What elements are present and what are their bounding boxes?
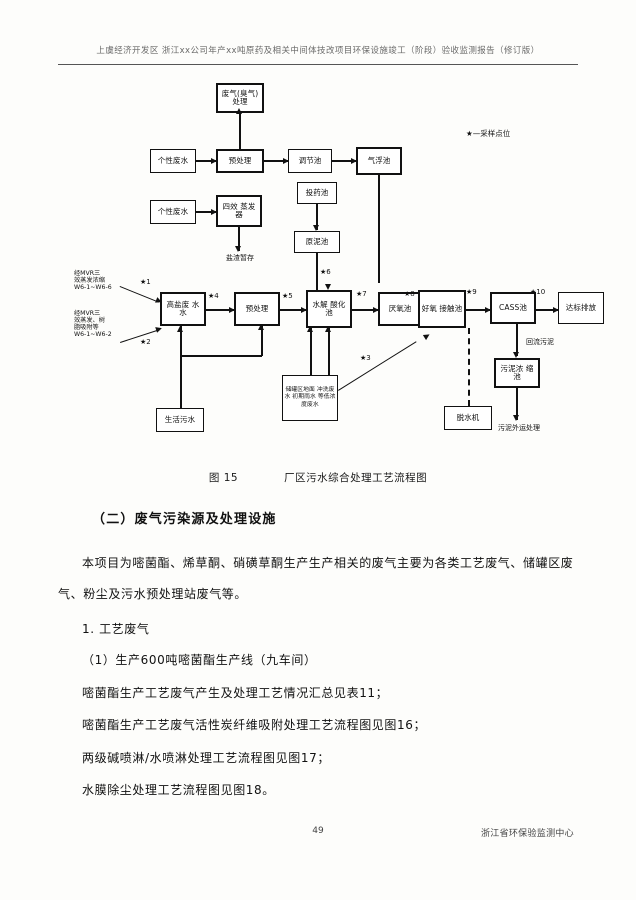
star-marker-2: ★2 <box>140 338 151 346</box>
arrow-mixed-up2 <box>325 326 331 332</box>
conn-sludge-down <box>316 253 318 301</box>
arrow-h10 <box>553 306 559 313</box>
conn-mixed-up2 <box>328 328 330 375</box>
arrow-evap-down <box>235 246 241 252</box>
arrow-diag-3 <box>422 331 432 341</box>
arrow-h3 <box>351 157 357 164</box>
star-marker-9: ★9 <box>466 288 477 296</box>
paragraph-4: 嘧菌酯生产工艺废气产生及处理工艺情况汇总见表11； <box>82 686 389 700</box>
label-salt-storage: 盐渣暂存 <box>226 254 254 262</box>
paragraph-2: 1. 工艺废气 <box>82 622 150 636</box>
conn-sludge-v2 <box>516 342 518 356</box>
star-marker-1: ★1 <box>140 278 151 286</box>
box-sludge-thickener: 污泥浓 缩池 <box>494 358 540 388</box>
star-marker-10: ★10 <box>530 288 546 296</box>
box-hydrolysis-acidification: 水解 酸化池 <box>306 290 352 328</box>
box-cass-tank: CASS池 <box>490 292 536 324</box>
arrow-exhaust-up <box>236 108 242 114</box>
header-rule <box>58 64 578 65</box>
figure-caption: 图 15 厂区污水综合处理工艺流程图 <box>0 470 636 485</box>
arrow-h5 <box>229 306 235 313</box>
conn-domestic-h <box>180 355 262 357</box>
paragraph-6: 两级碱喷淋/水喷淋处理工艺流程图见图17； <box>82 751 330 765</box>
conn-h1 <box>196 160 216 162</box>
conn-airfloat-down <box>378 175 380 283</box>
box-air-flotation: 气浮池 <box>356 147 402 175</box>
box-dosing-tank: 投药池 <box>297 182 337 204</box>
box-domestic-sewage: 生活污水 <box>156 408 204 432</box>
figure-number: 图 15 <box>208 472 239 484</box>
running-header: 上虞经济开发区 浙江xx公司年产xx吨原药及相关中间体技改项目环保设施竣工（阶段… <box>96 46 540 56</box>
box-mixed-low-conc-wastewater: 储罐区地面 冲洗废水 初期雨水 等低浓度废水 <box>282 375 338 421</box>
conn-diag-3 <box>338 341 417 392</box>
arrow-into-hydrolysis <box>325 284 331 290</box>
legend-sampling-point: ★—采样点位 <box>466 129 511 138</box>
conn-h7 <box>352 309 378 311</box>
figure-title: 厂区污水综合处理工艺流程图 <box>284 472 428 484</box>
arrow-mixed-up <box>307 326 313 332</box>
paragraph-5: 嘧菌酯生产工艺废气活性炭纤维吸附处理工艺流程图见图16； <box>82 718 427 732</box>
arrow-domestic-riser <box>258 324 264 330</box>
conn-h9 <box>466 309 490 311</box>
conn-h2 <box>264 160 288 162</box>
conn-evap-down <box>238 227 240 251</box>
box-individual-wastewater-top: 个性废水 <box>150 149 196 173</box>
box-regulate-tank: 调节池 <box>288 149 332 173</box>
paragraph-7: 水膜除尘处理工艺流程图见图18。 <box>82 783 275 797</box>
label-sludge-disposal: 污泥外运处理 <box>498 424 540 432</box>
star-marker-5: ★5 <box>282 292 293 300</box>
box-pretreat-top: 预处理 <box>216 149 264 173</box>
paragraph-3: （1）生产600吨嘧菌酯生产线（九车间） <box>82 653 317 667</box>
label-return-sludge: 回流污泥 <box>526 338 554 346</box>
conn-domestic-up <box>180 326 182 408</box>
arrow-diag-2 <box>155 325 163 333</box>
box-quad-evaporator: 四效 蒸发器 <box>216 195 262 227</box>
star-marker-3: ★3 <box>360 354 371 362</box>
label-mvr-route-1: 经MVR三 效蒸发浓缩 W6-1~W6-6 <box>74 270 112 292</box>
conn-h3 <box>332 160 356 162</box>
star-marker-8: ★8 <box>404 290 415 298</box>
conn-h6 <box>280 309 306 311</box>
conn-domestic-riser <box>261 326 263 356</box>
conn-h4 <box>196 211 216 213</box>
arrow-h2 <box>283 157 289 164</box>
conn-dose-down <box>316 204 318 230</box>
conn-mixed-up <box>310 328 312 375</box>
process-flow-diagram: ★—采样点位 废气(臭气) 处理 个性废水 预处理 调节池 气浮池 个性废水 四… <box>0 70 636 465</box>
box-anaerobic-tank: 厌氧池 <box>378 292 422 326</box>
arrow-thicken-down <box>513 415 519 421</box>
arrow-h4 <box>211 208 217 215</box>
star-marker-4: ★4 <box>208 292 219 300</box>
conn-exhaust-v <box>239 113 241 149</box>
box-standard-discharge: 达标排放 <box>558 292 604 324</box>
arrow-h1 <box>211 157 217 164</box>
arrow-h6 <box>301 306 307 313</box>
star-marker-6: ★6 <box>320 268 331 276</box>
box-pretreatment-main: 预处理 <box>234 292 280 326</box>
arrow-h9 <box>485 306 491 313</box>
box-individual-wastewater-2: 个性废水 <box>150 200 196 224</box>
conn-thicken-down <box>516 388 518 420</box>
conn-sludge-v <box>516 324 518 344</box>
arrow-dose-down <box>313 225 319 231</box>
conn-h10 <box>536 309 558 311</box>
footer-organization: 浙江省环保验监测中心 <box>480 829 574 839</box>
box-dewatering-machine: 脱水机 <box>444 406 492 430</box>
star-marker-7: ★7 <box>356 290 367 298</box>
box-high-salt-water: 高盐废 水水 <box>160 292 206 326</box>
conn-dewater-dashed <box>468 328 470 406</box>
conn-diag-1 <box>119 286 159 304</box>
paragraph-1: 本项目为嘧菌酯、烯草酮、硝磺草酮生产生产相关的废气主要为各类工艺废气、储罐区废气… <box>58 556 574 601</box>
box-aerobic-contact-tank: 好氧 接触池 <box>418 290 466 328</box>
box-raw-sludge-tank: 原泥池 <box>294 231 340 253</box>
arrow-h7 <box>373 306 379 313</box>
section-heading: （二）废气污染源及处理设施 <box>92 512 277 527</box>
page-number: 49 <box>312 826 324 836</box>
conn-h5 <box>206 309 234 311</box>
label-mvr-route-2: 经MVR三 效蒸发、树 脂吸附等 W6-1~W6-2 <box>74 310 112 339</box>
arrow-domestic-up <box>177 326 183 332</box>
